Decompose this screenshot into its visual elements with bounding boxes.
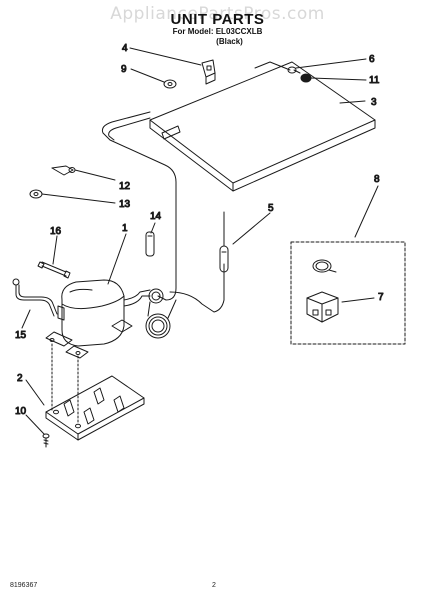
- capillary-coil: [145, 263, 225, 339]
- callout-6: 6: [369, 54, 375, 65]
- part-11-nut: [300, 73, 312, 83]
- part-16-bolt: [37, 261, 71, 279]
- leader-lines: [21, 47, 379, 435]
- alignment-lines: [51, 343, 79, 425]
- callout-2: 2: [17, 373, 23, 384]
- model-info: For Model: EL03CCXLB (Black): [0, 27, 435, 47]
- callout-15: 15: [15, 330, 27, 341]
- part-15-tube: [12, 278, 58, 317]
- part-8-overload: [312, 259, 337, 273]
- part-12-clip: [51, 165, 76, 176]
- callout-13: 13: [119, 199, 131, 210]
- model-line: For Model: EL03CCXLB: [172, 27, 263, 36]
- part-6-screw: [287, 66, 301, 74]
- callout-9: 9: [121, 64, 127, 75]
- callout-11: 11: [369, 75, 380, 86]
- part-3-unit-plate: [149, 61, 376, 192]
- part-13-washer: [29, 189, 43, 199]
- callout-12: 12: [119, 181, 131, 192]
- part-4-bracket: [201, 59, 216, 85]
- part-10-screw: [42, 433, 50, 448]
- callout-14: 14: [150, 211, 162, 222]
- part-8-relay-group: [290, 241, 406, 345]
- callout-8: 8: [374, 174, 380, 185]
- page-title: UNIT PARTS: [170, 11, 265, 28]
- callout-5: 5: [268, 203, 274, 214]
- frame-tubing: [101, 111, 177, 301]
- page-number: 2: [212, 582, 216, 589]
- callout-1: 1: [122, 223, 128, 234]
- part-2-base-plate: [45, 375, 145, 441]
- part-7-relay: [306, 291, 339, 323]
- part-14-filter-drier: [145, 231, 155, 257]
- callout-16: 16: [50, 226, 62, 237]
- callout-3: 3: [371, 97, 377, 108]
- callout-10: 10: [15, 406, 27, 417]
- callout-7: 7: [378, 292, 384, 303]
- color-line: (Black): [216, 37, 243, 46]
- part-9-grommet: [163, 79, 177, 89]
- part-5-sensor-bulb: [219, 211, 229, 273]
- part-1-compressor: [45, 279, 151, 359]
- document-number: 8196367: [10, 582, 38, 589]
- watermark: AppliancePartsPros.com: [110, 4, 325, 24]
- callout-4: 4: [122, 43, 128, 54]
